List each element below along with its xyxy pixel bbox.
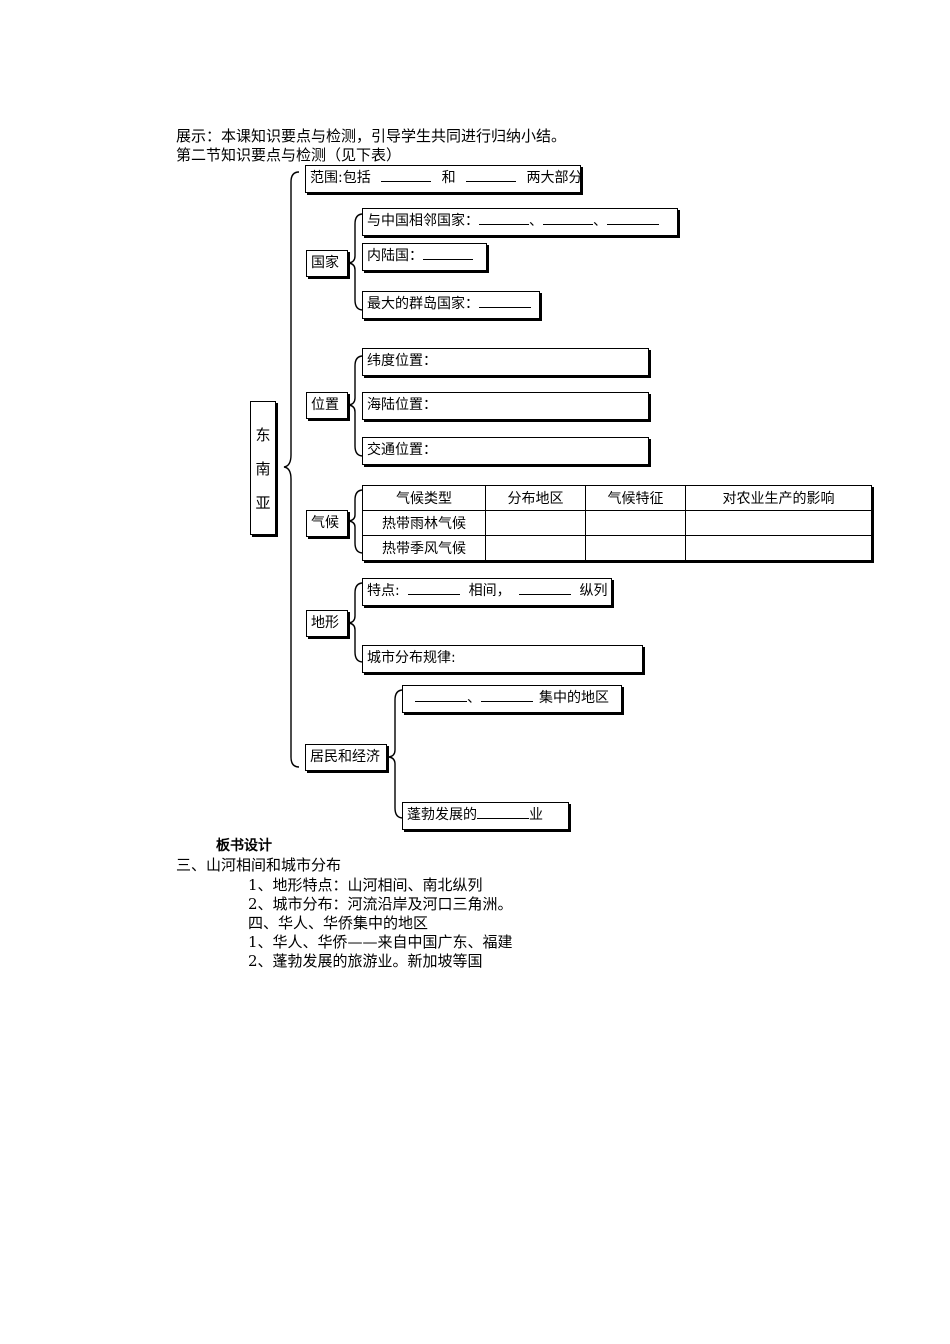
neighbors-blank-1[interactable] bbox=[479, 212, 529, 225]
scope-blank-2[interactable] bbox=[466, 169, 517, 182]
terrain-feature-suffix: 纵列 bbox=[579, 583, 608, 599]
terrain-feature-prefix: 特点: bbox=[367, 583, 400, 599]
country-node: 国家 bbox=[306, 250, 348, 277]
terrain-node: 地形 bbox=[306, 610, 348, 637]
intro-line-2: 第二节知识要点与检测（见下表） bbox=[176, 146, 402, 164]
city-rule-label: 城市分布规律: bbox=[367, 650, 456, 666]
climate-cell-blank[interactable] bbox=[485, 510, 586, 536]
city-rule-box: 城市分布规律: bbox=[362, 645, 643, 673]
climate-cell-blank[interactable] bbox=[585, 510, 686, 536]
landlocked-label: 内陆国： bbox=[367, 248, 423, 264]
root-char-2: 南 bbox=[255, 460, 271, 478]
board-line-4: 四、华人、华侨集中的地区 bbox=[248, 914, 429, 932]
archipelago-box: 最大的群岛国家： bbox=[362, 291, 540, 319]
board-line-5: 1、华人、华侨——来自中国广东、福建 bbox=[248, 933, 513, 951]
neighbors-label: 与中国相邻国家： bbox=[367, 213, 479, 229]
terrain-blank-1[interactable] bbox=[408, 582, 461, 595]
latitude-box: 纬度位置： bbox=[362, 348, 649, 376]
landlocked-blank[interactable] bbox=[423, 247, 473, 260]
landlocked-box: 内陆国： bbox=[362, 243, 487, 271]
scope-mid: 和 bbox=[441, 170, 456, 186]
climate-cell-blank[interactable] bbox=[685, 535, 872, 561]
archipelago-label: 最大的群岛国家： bbox=[367, 296, 479, 312]
location-node: 位置 bbox=[306, 392, 348, 419]
root-char-1: 东 bbox=[255, 426, 271, 444]
climate-node: 气候 bbox=[306, 510, 348, 537]
board-line-3: 2、城市分布：河流沿岸及河口三角洲。 bbox=[248, 895, 513, 913]
terrain-feature-box: 特点: 相间， 纵列 bbox=[362, 578, 612, 606]
sea-land-label: 海陆位置： bbox=[367, 397, 437, 413]
neighbors-box: 与中国相邻国家： 、 、 bbox=[362, 208, 678, 236]
concentrated-blank-1[interactable] bbox=[415, 689, 467, 702]
scope-suffix: 两大部分 bbox=[526, 170, 583, 186]
root-node-southeast-asia: 东 南 亚 bbox=[250, 401, 276, 535]
intro-line-1: 展示：本课知识要点与检测，引导学生共同进行归纳小结。 bbox=[176, 127, 567, 145]
latitude-label: 纬度位置： bbox=[367, 353, 437, 369]
neighbors-sep-1: 、 bbox=[529, 213, 543, 229]
terrain-feature-mid: 相间， bbox=[468, 583, 511, 599]
climate-row-monsoon: 热带季风气候 bbox=[362, 535, 486, 561]
board-line-6: 2、蓬勃发展的旅游业。新加坡等国 bbox=[248, 952, 483, 970]
board-line-1: 三、山河相间和城市分布 bbox=[176, 856, 342, 874]
concentrated-blank-2[interactable] bbox=[481, 689, 533, 702]
concentrated-label: 集中的地区 bbox=[539, 690, 609, 706]
root-char-3: 亚 bbox=[255, 494, 271, 512]
climate-header-row: 气候类型 分布地区 气候特征 对农业生产的影响 bbox=[362, 485, 872, 511]
climate-cell-blank[interactable] bbox=[485, 535, 586, 561]
terrain-blank-2[interactable] bbox=[519, 582, 572, 595]
industry-blank[interactable] bbox=[477, 806, 529, 819]
concentrated-sep: 、 bbox=[467, 690, 481, 706]
industry-prefix: 蓬勃发展的 bbox=[407, 807, 477, 823]
table-row: 热带季风气候 bbox=[362, 535, 872, 561]
scope-box: 范围:包括 和 两大部分 bbox=[305, 165, 583, 193]
industry-box: 蓬勃发展的 业 bbox=[402, 802, 569, 830]
neighbors-blank-3[interactable] bbox=[607, 212, 659, 225]
climate-header-impact: 对农业生产的影响 bbox=[685, 485, 872, 511]
transport-label: 交通位置： bbox=[367, 442, 437, 458]
transport-box: 交通位置： bbox=[362, 437, 649, 465]
climate-cell-blank[interactable] bbox=[585, 535, 686, 561]
industry-suffix: 业 bbox=[529, 807, 543, 823]
climate-row-rainforest: 热带雨林气候 bbox=[362, 510, 486, 536]
neighbors-sep-2: 、 bbox=[593, 213, 607, 229]
climate-header-region: 分布地区 bbox=[485, 485, 586, 511]
climate-table: 气候类型 分布地区 气候特征 对农业生产的影响 热带雨林气候 热带季风气候 bbox=[362, 485, 872, 561]
concentrated-box: 、 集中的地区 bbox=[402, 685, 622, 713]
table-row: 热带雨林气候 bbox=[362, 510, 872, 536]
climate-header-type: 气候类型 bbox=[362, 485, 486, 511]
board-title: 板书设计 bbox=[216, 838, 272, 854]
neighbors-blank-2[interactable] bbox=[543, 212, 593, 225]
climate-cell-blank[interactable] bbox=[685, 510, 872, 536]
sea-land-box: 海陆位置： bbox=[362, 392, 649, 420]
board-line-2: 1、地形特点：山河相间、南北纵列 bbox=[248, 876, 483, 894]
scope-prefix: 范围:包括 bbox=[310, 170, 371, 186]
mindmap-brackets bbox=[283, 171, 404, 819]
archipelago-blank[interactable] bbox=[479, 295, 531, 308]
climate-header-feature: 气候特征 bbox=[585, 485, 686, 511]
scope-blank-1[interactable] bbox=[381, 169, 432, 182]
economy-node: 居民和经济 bbox=[305, 744, 387, 771]
